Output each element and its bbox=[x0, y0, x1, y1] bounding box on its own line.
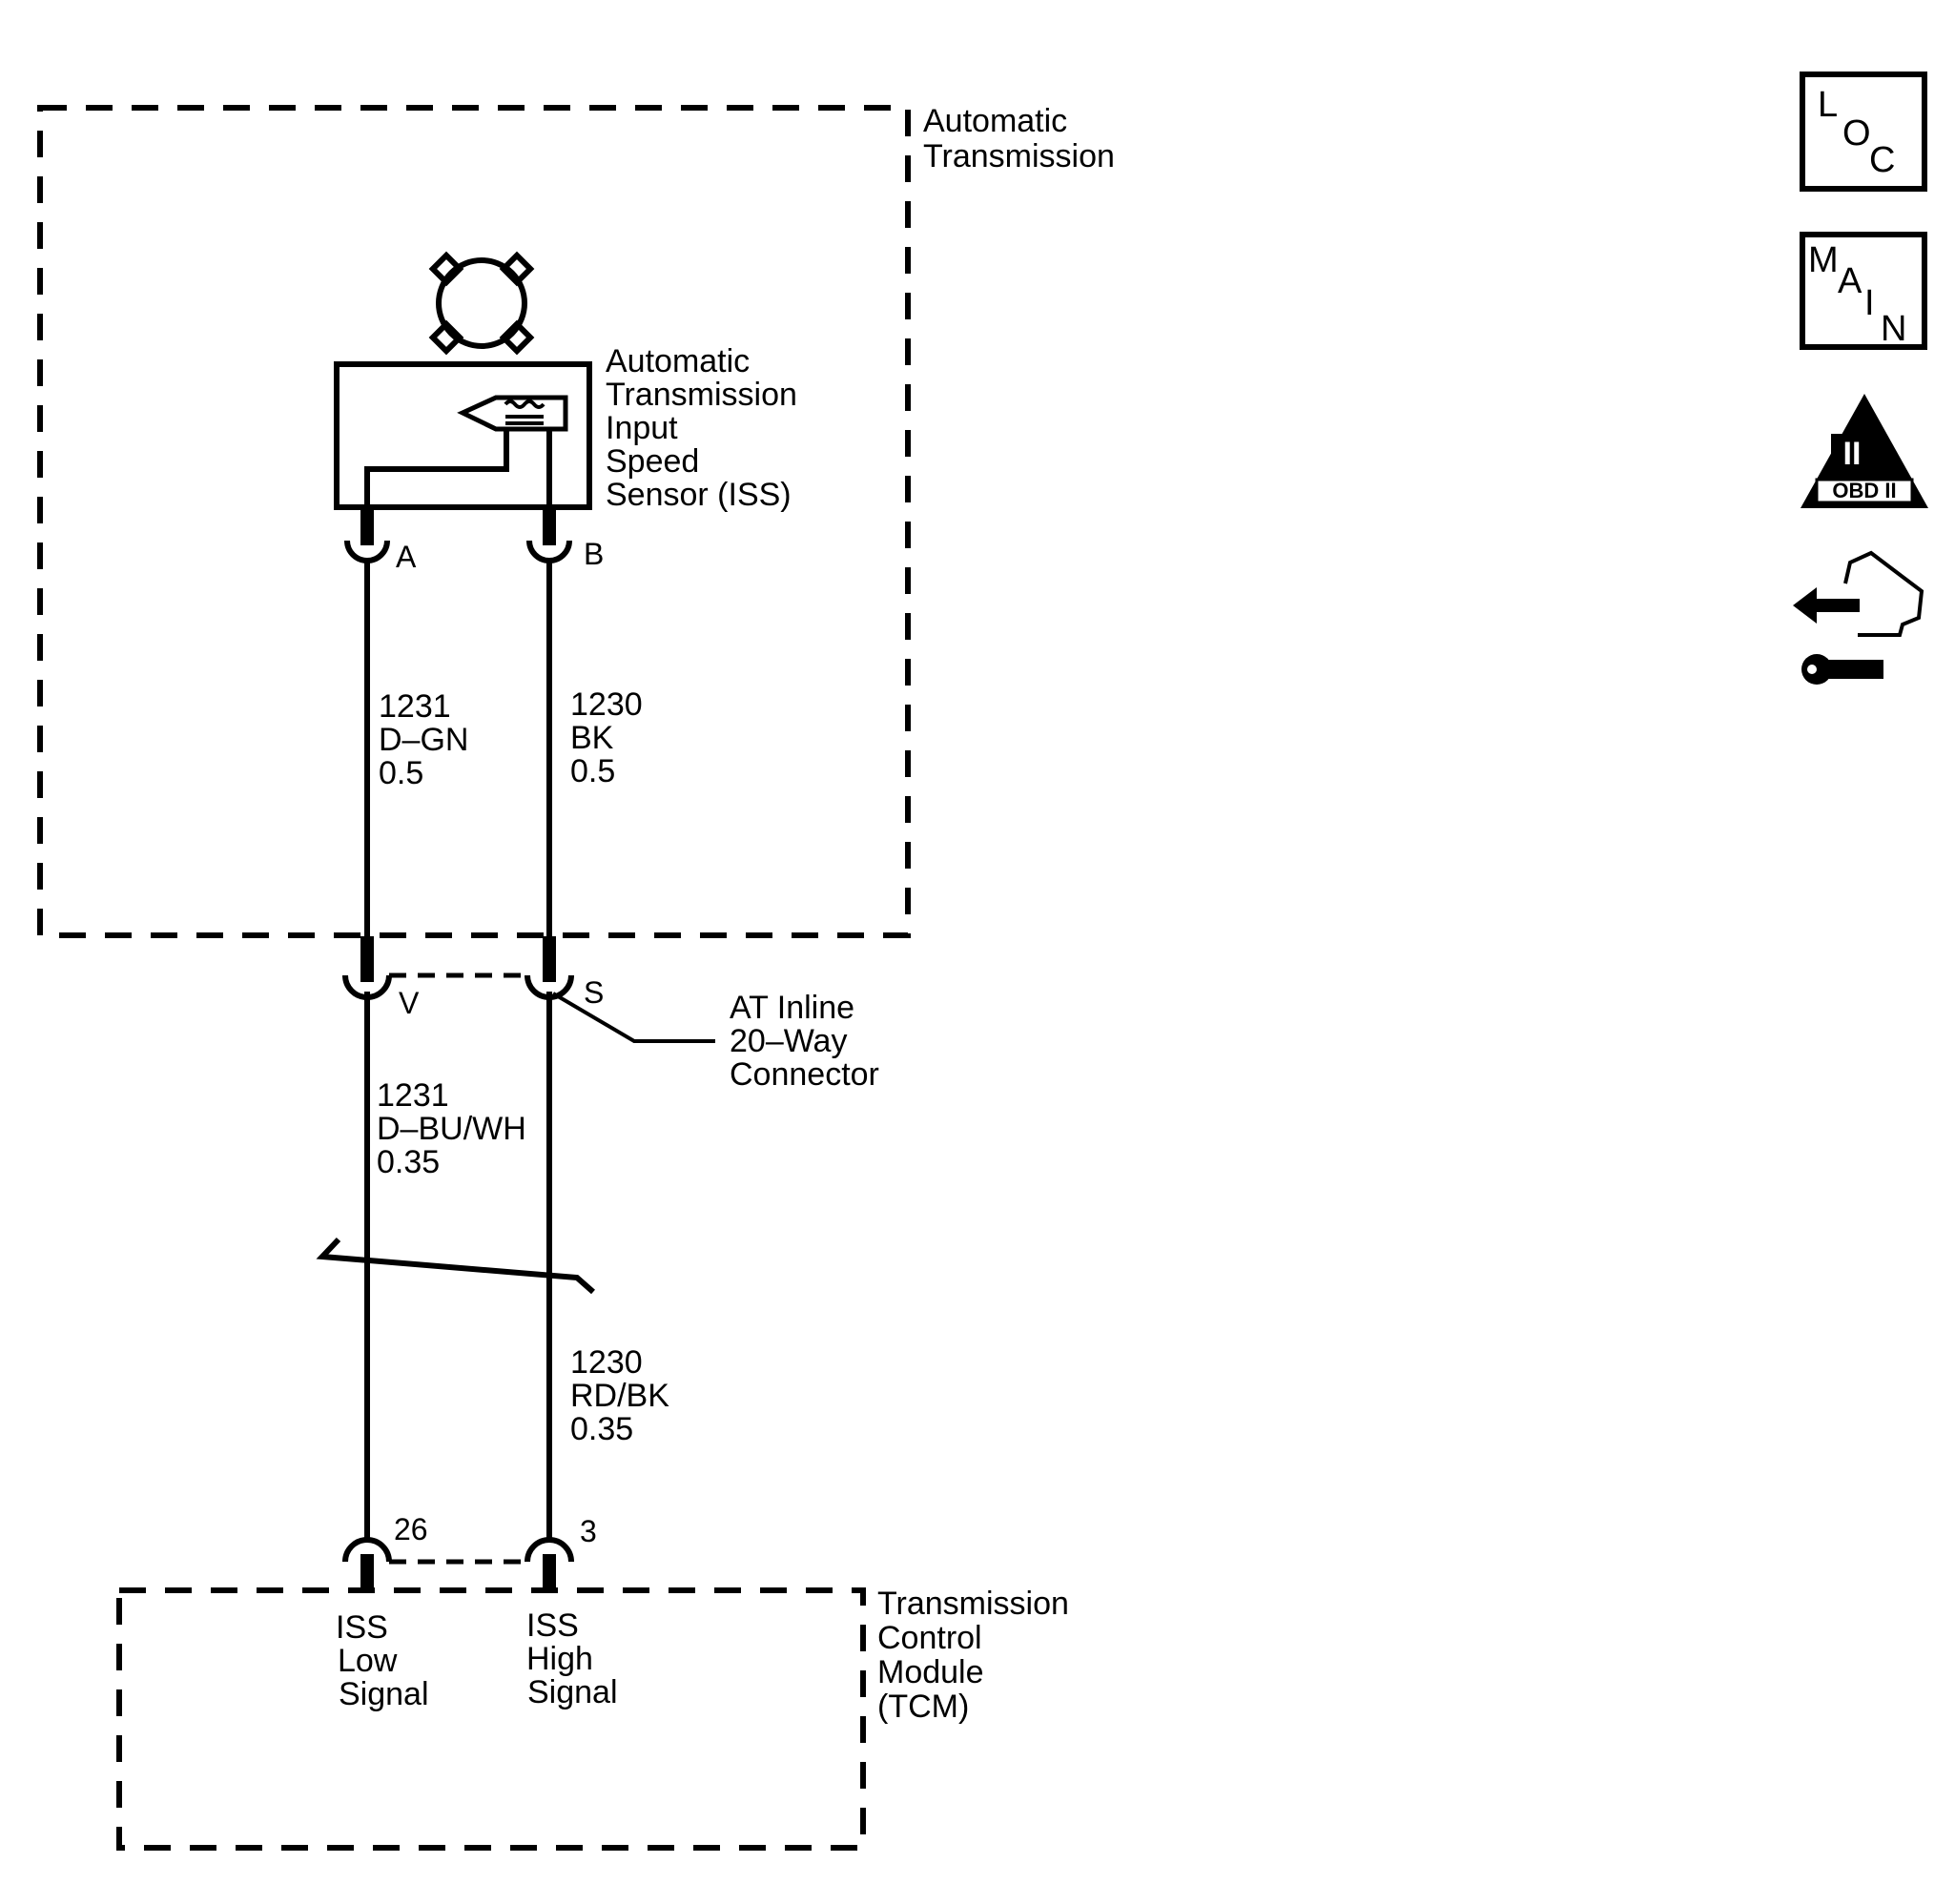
wire-1231-lower-label: 1231 D–BU/WH 0.35 bbox=[377, 1077, 535, 1180]
sensor-connector-b bbox=[526, 505, 572, 563]
inline-connector-v bbox=[342, 936, 392, 1000]
svg-text:II: II bbox=[1843, 436, 1862, 472]
svg-text:A: A bbox=[1838, 261, 1862, 301]
loc-icon[interactable]: L O C bbox=[1800, 72, 1927, 192]
iss-high-signal-label: ISS High Signal bbox=[526, 1607, 618, 1710]
tcm-label: Transmission Control Module (TCM) bbox=[877, 1586, 1078, 1725]
tcm-boundary bbox=[116, 1587, 866, 1851]
iss-low-signal-label: ISS Low Signal bbox=[336, 1609, 429, 1712]
svg-text:N: N bbox=[1881, 309, 1906, 349]
svg-text:L: L bbox=[1818, 85, 1838, 125]
pin-b-label: B bbox=[584, 537, 604, 571]
pin-26-label: 26 bbox=[394, 1512, 428, 1546]
sensor-element-icon bbox=[364, 395, 568, 507]
pin-s-label: S bbox=[584, 975, 604, 1010]
svg-text:M: M bbox=[1808, 240, 1839, 280]
sensor-label: Automatic Transmission Input Speed Senso… bbox=[606, 343, 806, 513]
automatic-transmission-label: Automatic Transmission bbox=[923, 103, 1115, 174]
pin-v-label: V bbox=[399, 986, 420, 1020]
main-icon[interactable]: M A I N bbox=[1800, 232, 1927, 350]
tcm-connector-3 bbox=[525, 1537, 574, 1590]
inline-connector-s bbox=[525, 936, 574, 1000]
sensor-connector-a bbox=[344, 505, 390, 563]
wire-1231-upper-label: 1231 D–GN 0.5 bbox=[379, 688, 478, 791]
obd-ii-icon[interactable]: II OBD II bbox=[1801, 394, 1928, 508]
wire-break-symbol bbox=[316, 1237, 595, 1295]
speed-sensor-gear-icon bbox=[428, 251, 535, 356]
inline-connector-leader bbox=[551, 992, 715, 1043]
svg-text:C: C bbox=[1869, 140, 1895, 180]
inline-connector-label: AT Inline 20–Way Connector bbox=[730, 990, 879, 1093]
automatic-transmission-boundary bbox=[37, 105, 911, 938]
svg-text:O: O bbox=[1842, 113, 1871, 154]
svg-text:OBD II: OBD II bbox=[1832, 479, 1896, 502]
pin-3-label: 3 bbox=[580, 1514, 597, 1548]
iss-sensor-box bbox=[334, 361, 592, 510]
tcm-connector-26 bbox=[342, 1537, 392, 1590]
wire-1230-upper-label: 1230 BK 0.5 bbox=[570, 686, 651, 789]
wire-1230-lower-label: 1230 RD/BK 0.35 bbox=[570, 1344, 678, 1447]
pin-a-label: A bbox=[396, 540, 417, 574]
service-hand-wrench-icon[interactable] bbox=[1793, 550, 1924, 685]
svg-text:I: I bbox=[1864, 283, 1875, 323]
